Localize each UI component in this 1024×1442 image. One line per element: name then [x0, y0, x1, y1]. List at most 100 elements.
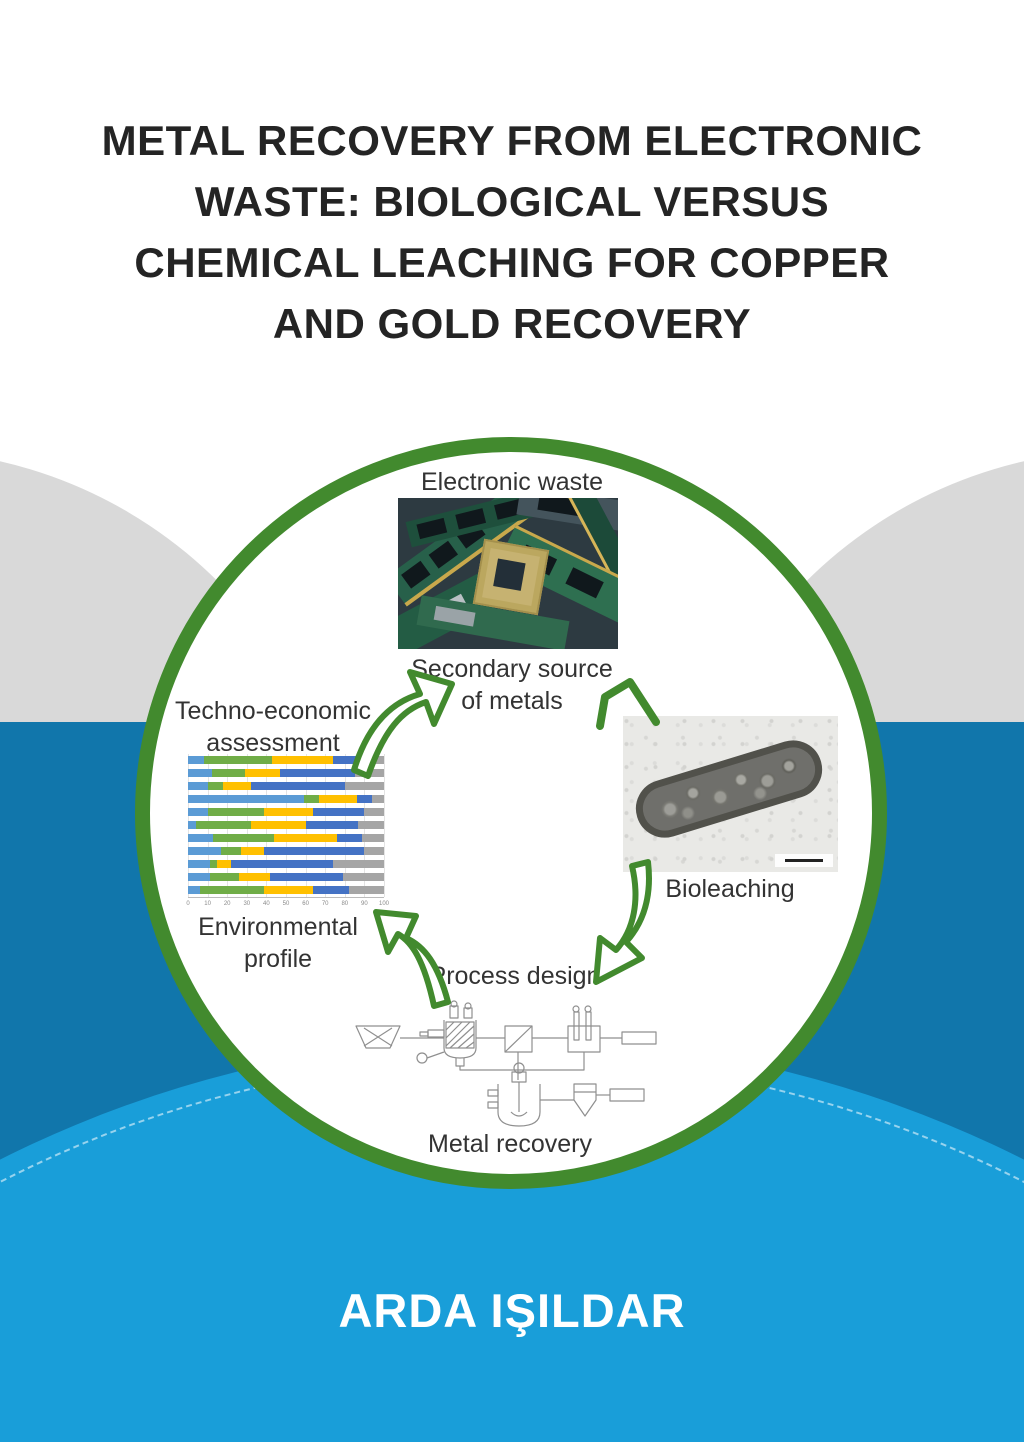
- chart-bar-segment: [354, 769, 384, 777]
- label-metal-recovery: Metal recovery: [428, 1130, 592, 1158]
- settler-symbol: [573, 1083, 597, 1117]
- chart-bar-segment: [188, 769, 212, 777]
- chart-bar-row: [188, 769, 384, 777]
- chart-bar-segment: [188, 782, 208, 790]
- chart-bar-segment: [188, 756, 204, 764]
- label-techno-economic: Techno-economic assessment: [175, 697, 371, 757]
- hopper-symbol: [355, 1025, 401, 1049]
- chart-bar-segment: [203, 756, 273, 764]
- chart-bar-segment: [207, 782, 224, 790]
- chart-bar-segment: [240, 847, 265, 855]
- chart-bar-segment: [358, 821, 384, 829]
- chart-bar-row: [188, 834, 384, 842]
- chart-bar-row: [188, 782, 384, 790]
- chart-bar-row: [188, 873, 384, 881]
- chart-bar-segment: [319, 795, 357, 803]
- chart-bar-segment: [264, 808, 314, 816]
- chart-bar-segment: [313, 808, 365, 816]
- chart-bar-segment: [188, 808, 208, 816]
- label-electronic-waste: Electronic waste: [420, 468, 604, 496]
- chart-bar-segment: [270, 873, 343, 881]
- chart-bar-segment: [313, 886, 349, 894]
- chart-bar-segment: [344, 782, 384, 790]
- chart-bar-segment: [188, 873, 210, 881]
- chart-bar-row: [188, 886, 384, 894]
- label-bioleaching: Bioleaching: [665, 875, 795, 903]
- chart-gridline: [384, 754, 385, 897]
- chart-bar-segment: [264, 886, 314, 894]
- chart-bar-segment: [238, 873, 271, 881]
- chart-x-tick-label: 80: [341, 901, 349, 907]
- chart-bar-segment: [244, 769, 281, 777]
- chart-bar-segment: [272, 756, 334, 764]
- chart-bar-segment: [188, 847, 222, 855]
- author-name: ARDA IŞILDAR: [338, 1284, 686, 1337]
- chart-bar-row: [188, 756, 384, 764]
- chart-bar-segment: [188, 834, 214, 842]
- chart-bar-segment: [264, 847, 365, 855]
- product-box: [621, 1031, 657, 1045]
- chart-bar-segment: [364, 808, 384, 816]
- chart-bar-segment: [333, 756, 361, 764]
- title-line-1: METAL RECOVERY FROM ELECTRONIC: [101, 117, 923, 164]
- bacterium-rod: [628, 733, 830, 845]
- chart-bar-segment: [356, 795, 373, 803]
- chart-bar-segment: [188, 886, 200, 894]
- chart-bar-segment: [305, 821, 359, 829]
- chart-bar-segment: [336, 834, 363, 842]
- chart-bar-segment: [348, 886, 384, 894]
- stirred-tank-symbol: [497, 1084, 541, 1127]
- chart-x-tick-label: 20: [223, 901, 231, 907]
- chart-bar-segment: [211, 769, 245, 777]
- chart-bar-row: [188, 847, 384, 855]
- chart-bar-segment: [213, 834, 275, 842]
- chart-bar-segment: [274, 834, 337, 842]
- chart-bar-segment: [209, 860, 218, 868]
- chart-bar-segment: [209, 873, 239, 881]
- label-process-design: Process design: [429, 962, 601, 990]
- chart-x-tick-label: 0: [186, 901, 190, 907]
- title-line-3: CHEMICAL LEACHING FOR COPPER: [134, 239, 890, 286]
- chart-bar-row: [188, 860, 384, 868]
- chart-bar-segment: [188, 860, 210, 868]
- chart-x-tick-label: 40: [263, 901, 270, 907]
- chart-bar-segment: [195, 821, 251, 829]
- chart-bar-segment: [364, 847, 384, 855]
- chart-bar-row: [188, 821, 384, 829]
- micrograph-scale-bar: [775, 854, 833, 867]
- chart-x-tick-label: 50: [282, 901, 290, 907]
- electronic-waste-photo: [398, 498, 618, 649]
- chart-bar-segment: [231, 860, 333, 868]
- chart-x-tick-label: 70: [321, 901, 329, 907]
- chart-bar-segment: [217, 860, 232, 868]
- chart-bar-segment: [250, 782, 345, 790]
- bioleaching-micrograph: [623, 716, 838, 872]
- process-flow-diagram: [355, 1000, 657, 1127]
- chart-bar-segment: [188, 795, 304, 803]
- chart-x-tick-label: 30: [243, 901, 251, 907]
- chart-bar-segment: [342, 873, 384, 881]
- bioreactor-symbol: [443, 1020, 477, 1059]
- chart-bar-segment: [360, 756, 384, 764]
- chart-bar-segment: [372, 795, 384, 803]
- chart-bar-segment: [199, 886, 265, 894]
- chart-bar-segment: [362, 834, 384, 842]
- chart-bar-segment: [223, 782, 251, 790]
- chart-bar-segment: [250, 821, 306, 829]
- chart-plot-area: [188, 754, 385, 898]
- chart-bar-segment: [188, 821, 196, 829]
- chart-bar-segment: [303, 795, 320, 803]
- chart-x-tick-label: 10: [204, 901, 211, 907]
- label-environmental-profile: Environmental profile: [198, 913, 358, 973]
- chart-bar-segment: [221, 847, 241, 855]
- page-title: METAL RECOVERY FROM ELECTRONIC WASTE: BI…: [0, 110, 1024, 354]
- chart-x-tick-label: 60: [302, 901, 309, 907]
- chart-bar-segment: [207, 808, 265, 816]
- electrowinning-cell-symbol: [567, 1025, 601, 1053]
- cpu-chip: [472, 538, 550, 616]
- chart-x-tick-label: 100: [378, 901, 390, 907]
- chart-bar-row: [188, 795, 384, 803]
- chart-bar-segment: [280, 769, 355, 777]
